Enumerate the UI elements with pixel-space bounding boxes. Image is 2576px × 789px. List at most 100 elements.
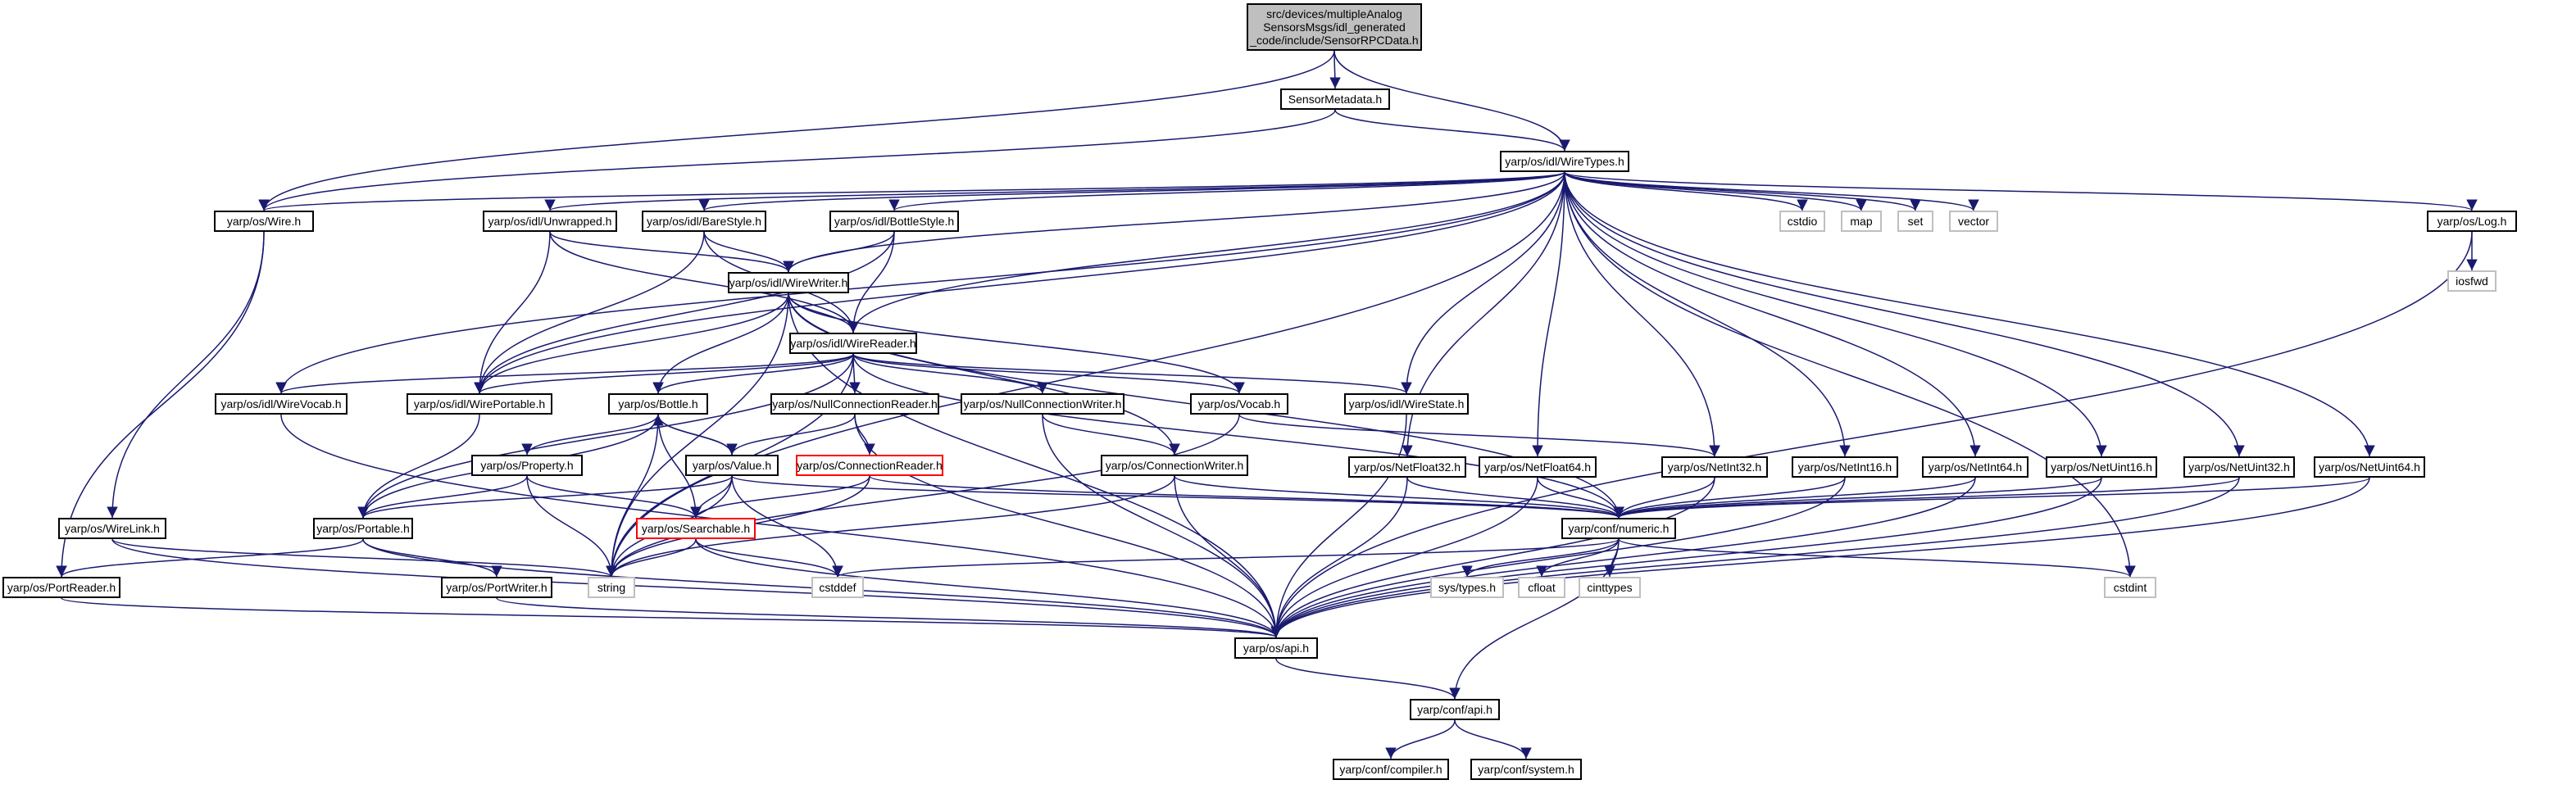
node-vector[interactable]: vector — [1949, 211, 1998, 232]
edge-null_conn_writer-to-conn_writer — [1042, 414, 1180, 456]
node-cstdint[interactable]: cstdint — [2104, 577, 2156, 598]
edge-net_float32-to-conf_numeric — [1406, 477, 1624, 519]
edge-conn_reader-to-searchable — [690, 475, 870, 519]
edge-wire_reader-to-wire_portable — [474, 353, 854, 394]
edge-bare_style-to-wire_portable — [474, 231, 705, 394]
edge-wire_types-to-wire — [259, 171, 1565, 211]
edge-portable-to-port_reader — [56, 538, 364, 578]
node-vocab[interactable]: yarp/os/Vocab.h — [1190, 393, 1288, 415]
node-conf-compiler[interactable]: yarp/conf/compiler.h — [1333, 759, 1449, 780]
edge-wire_types-to-string — [606, 171, 1565, 578]
edge-wire_types-to-unwrapped — [544, 171, 1565, 211]
edge-wire_vocab-to-os_api — [280, 414, 1282, 638]
node-unwrapped[interactable]: yarp/os/idl/Unwrapped.h — [483, 211, 617, 232]
edge-wire_types-to-cstdio — [1564, 171, 1808, 211]
node-searchable[interactable]: yarp/os/Searchable.h — [636, 518, 756, 539]
edge-port_reader-to-os_api — [61, 597, 1281, 638]
node-property[interactable]: yarp/os/Property.h — [471, 455, 583, 476]
edge-wire_types-to-cstdint — [1564, 171, 2136, 578]
node-net-float64[interactable]: yarp/os/NetFloat64.h — [1479, 456, 1597, 478]
node-null-connection-reader[interactable]: yarp/os/NullConnectionReader.h — [770, 393, 939, 415]
edge-null_conn_reader-to-os_api — [854, 414, 1282, 638]
edge-null_conn_reader-to-conn_reader — [854, 414, 875, 456]
node-cstdio[interactable]: cstdio — [1779, 211, 1825, 232]
edge-wire_reader-to-conf_numeric — [852, 353, 1624, 519]
node-connection-writer[interactable]: yarp/os/ConnectionWriter.h — [1101, 455, 1248, 476]
node-net-int16[interactable]: yarp/os/NetInt16.h — [1792, 456, 1898, 478]
edge-wire_writer-to-os_api — [788, 292, 1282, 638]
node-net-uint32[interactable]: yarp/os/NetUint32.h — [2183, 456, 2295, 478]
edge-property-to-searchable — [526, 475, 702, 519]
node-connection-reader[interactable]: yarp/os/ConnectionReader.h — [796, 455, 943, 476]
edge-net_int16-to-conf_numeric — [1613, 477, 1846, 519]
node-map[interactable]: map — [1841, 211, 1882, 232]
edge-wire_portable-to-portable — [357, 414, 480, 519]
node-net-uint64[interactable]: yarp/os/NetUint64.h — [2314, 456, 2425, 478]
node-bare-style[interactable]: yarp/os/idl/BareStyle.h — [642, 211, 766, 232]
node-log[interactable]: yarp/os/Log.h — [2427, 211, 2517, 232]
edge-wire_types-to-net_float64 — [1532, 171, 1565, 457]
edge-wire_types-to-net_int32 — [1564, 171, 1720, 457]
edge-os_api-to-conf_api — [1275, 658, 1461, 700]
edge-wire_types-to-net_uint32 — [1564, 171, 2245, 457]
node-net-int32[interactable]: yarp/os/NetInt32.h — [1661, 456, 1768, 478]
node-conf-system[interactable]: yarp/conf/system.h — [1470, 759, 1582, 780]
edge-bottle-to-string — [606, 414, 659, 578]
node-net-float32[interactable]: yarp/os/NetFloat32.h — [1348, 456, 1466, 478]
node-wire[interactable]: yarp/os/Wire.h — [214, 211, 314, 232]
node-cstddef[interactable]: cstddef — [811, 577, 864, 598]
edge-wire_reader-to-bottle — [652, 353, 854, 394]
edge-sensor_metadata-to-wire — [258, 109, 1336, 211]
edge-wire_reader-to-portable — [357, 353, 854, 519]
node-wire-portable[interactable]: yarp/os/idl/WirePortable.h — [407, 393, 552, 415]
node-wire-reader[interactable]: yarp/os/idl/WireReader.h — [789, 333, 917, 354]
node-wire-state[interactable]: yarp/os/idl/WireState.h — [1344, 393, 1469, 415]
node-bottle-style[interactable]: yarp/os/idl/BottleStyle.h — [829, 211, 959, 232]
edge-bare_style-to-wire_writer — [703, 231, 794, 273]
edge-conn_writer-to-string — [606, 475, 1175, 578]
root-line-3: _code/include/SensorRPCData.h — [1250, 34, 1419, 47]
edge-wire_writer-to-wire_portable — [474, 292, 789, 394]
node-set[interactable]: set — [1897, 211, 1933, 232]
edge-wire-to-wire_link — [107, 231, 265, 519]
edge-wire_types-to-net_int16 — [1564, 171, 1851, 457]
edge-net_int64-to-os_api — [1270, 477, 1976, 638]
edge-conn_writer-to-os_api — [1174, 475, 1282, 638]
node-wire-types[interactable]: yarp/os/idl/WireTypes.h — [1500, 151, 1629, 172]
node-portable[interactable]: yarp/os/Portable.h — [313, 518, 413, 539]
node-conf-api[interactable]: yarp/conf/api.h — [1410, 699, 1500, 720]
node-value[interactable]: yarp/os/Value.h — [685, 455, 779, 476]
edge-wire_types-to-set — [1564, 171, 1921, 211]
node-iosfwd[interactable]: iosfwd — [2447, 270, 2496, 292]
edge-unwrapped-to-wire_reader — [549, 231, 859, 333]
edge-wire_types-to-bare_style — [698, 171, 1565, 211]
node-sensor-rpc-data[interactable]: src/devices/multipleAnalog SensorsMsgs/i… — [1247, 3, 1422, 51]
node-cfloat[interactable]: cfloat — [1518, 577, 1565, 598]
node-null-connection-writer[interactable]: yarp/os/NullConnectionWriter.h — [961, 393, 1124, 415]
node-net-uint16[interactable]: yarp/os/NetUint16.h — [2046, 456, 2157, 478]
node-cinttypes[interactable]: cinttypes — [1579, 577, 1641, 598]
node-wire-writer[interactable]: yarp/os/idl/WireWriter.h — [728, 272, 849, 293]
edge-conf_numeric-to-cfloat — [1536, 538, 1620, 578]
edge-wire_types-to-wire_reader — [847, 171, 1565, 333]
node-port-writer[interactable]: yarp/os/PortWriter.h — [441, 577, 552, 598]
edge-wire_types-to-net_uint64 — [1564, 171, 2375, 457]
node-wire-link[interactable]: yarp/os/WireLink.h — [58, 518, 166, 539]
node-net-int64[interactable]: yarp/os/NetInt64.h — [1922, 456, 2029, 478]
node-os-api[interactable]: yarp/os/api.h — [1234, 637, 1318, 659]
edge-net_uint32-to-os_api — [1270, 477, 2240, 638]
node-bottle[interactable]: yarp/os/Bottle.h — [608, 393, 708, 415]
node-port-reader[interactable]: yarp/os/PortReader.h — [2, 577, 120, 598]
node-conf-numeric[interactable]: yarp/conf/numeric.h — [1561, 518, 1676, 539]
edge-conn_writer-to-conf_numeric — [1174, 475, 1624, 519]
edge-wire_types-to-wire_vocab — [275, 171, 1565, 394]
node-sys-types[interactable]: sys/types.h — [1430, 577, 1504, 598]
node-sensor-metadata[interactable]: SensorMetadata.h — [1280, 88, 1390, 110]
node-string[interactable]: string — [588, 577, 635, 598]
edge-net_int16-to-os_api — [1270, 477, 1846, 638]
edge-conf_api-to-conf_compiler — [1385, 719, 1456, 760]
edge-wire_types-to-bottle_style — [888, 171, 1565, 211]
node-wire-vocab[interactable]: yarp/os/idl/WireVocab.h — [215, 393, 348, 415]
edge-null_conn_writer-to-os_api — [1042, 414, 1282, 638]
